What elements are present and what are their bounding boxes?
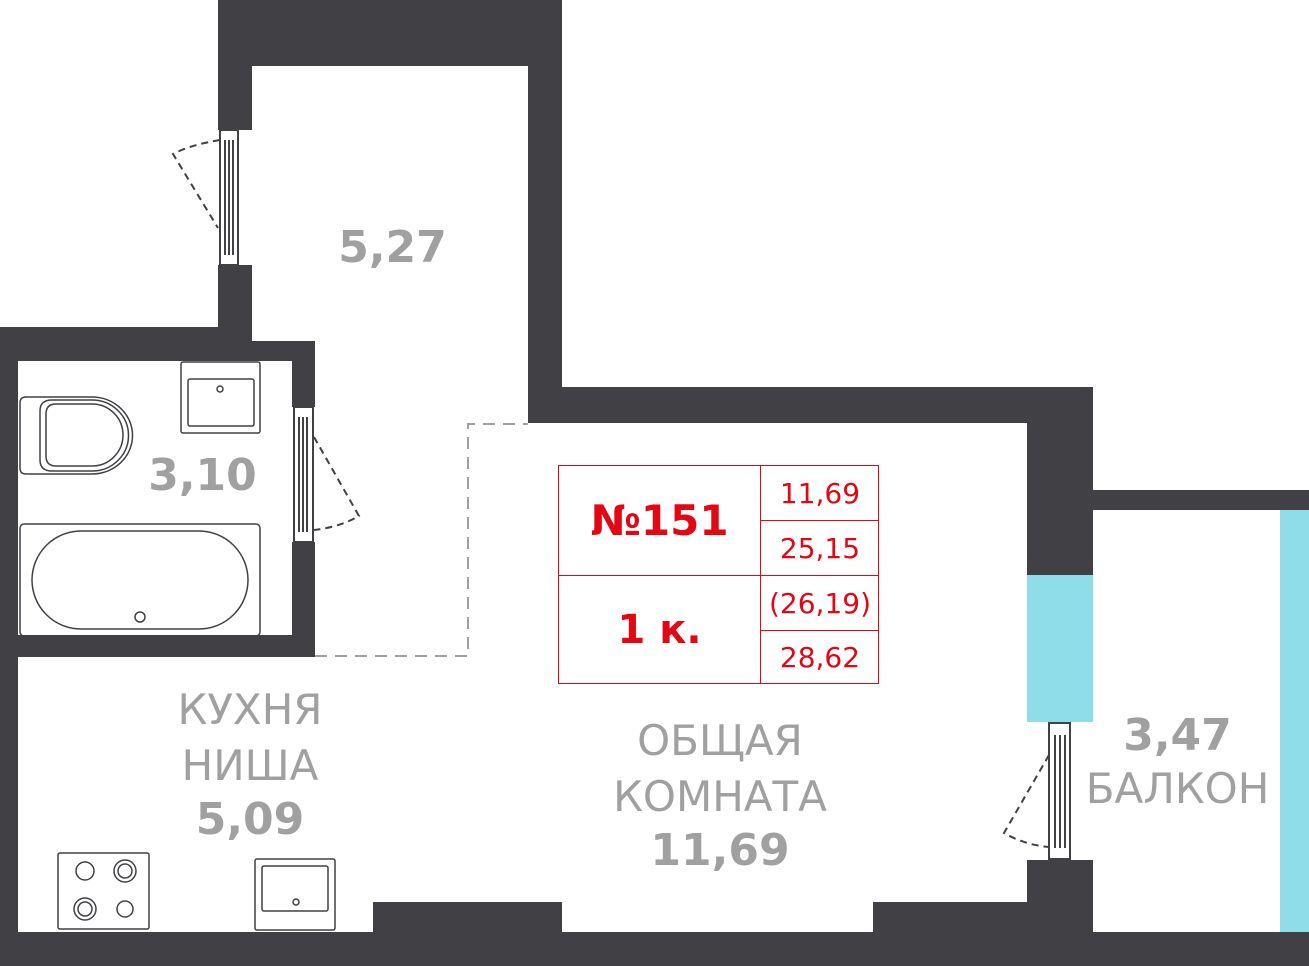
door-bathroom[interactable] — [293, 406, 361, 543]
bathroom-area: 3,10 — [148, 450, 257, 501]
living-area: 11,69 — [650, 825, 790, 876]
windows — [1027, 510, 1309, 932]
apartment-rooms: 1 к. — [559, 576, 761, 684]
toilet-icon — [19, 396, 134, 475]
kitchen-label: КУХНЯ НИША 5,09 — [150, 682, 350, 845]
kitchen-name-2: НИША — [181, 741, 319, 790]
balcony-area: 3,47 — [1123, 710, 1232, 761]
balcony-name: БАЛКОН — [1085, 764, 1270, 813]
full-area-value: 28,62 — [779, 641, 861, 674]
apartment-number: №151 — [559, 466, 761, 576]
living-name-1: ОБЩАЯ — [637, 716, 803, 765]
kitchen-area: 5,09 — [195, 794, 305, 845]
apartment-info-table: №151 1 к. 11,69 25,15 (26,19) 28,62 — [558, 465, 879, 684]
door-balcony[interactable] — [1002, 722, 1071, 860]
kitchen-sink-icon — [254, 858, 336, 931]
hall-area: 5,27 — [338, 222, 447, 273]
bathtub-icon — [19, 523, 261, 637]
kitchen-name-1: КУХНЯ — [177, 685, 323, 734]
stove-icon — [57, 852, 150, 930]
total-area-value: 25,15 — [761, 521, 879, 576]
door-entrance[interactable] — [171, 129, 239, 266]
sink-icon — [180, 361, 261, 434]
living-area-value: 11,69 — [761, 466, 879, 521]
kitchen-zone-boundary — [315, 423, 528, 657]
living-name-2: КОМНАТА — [613, 772, 827, 821]
total-area-with-balcony-value: (26,19) — [761, 576, 879, 631]
living-room-label: ОБЩАЯ КОМНАТА 11,69 — [590, 713, 850, 876]
balcony-label: 3,47 БАЛКОН — [1075, 710, 1280, 817]
